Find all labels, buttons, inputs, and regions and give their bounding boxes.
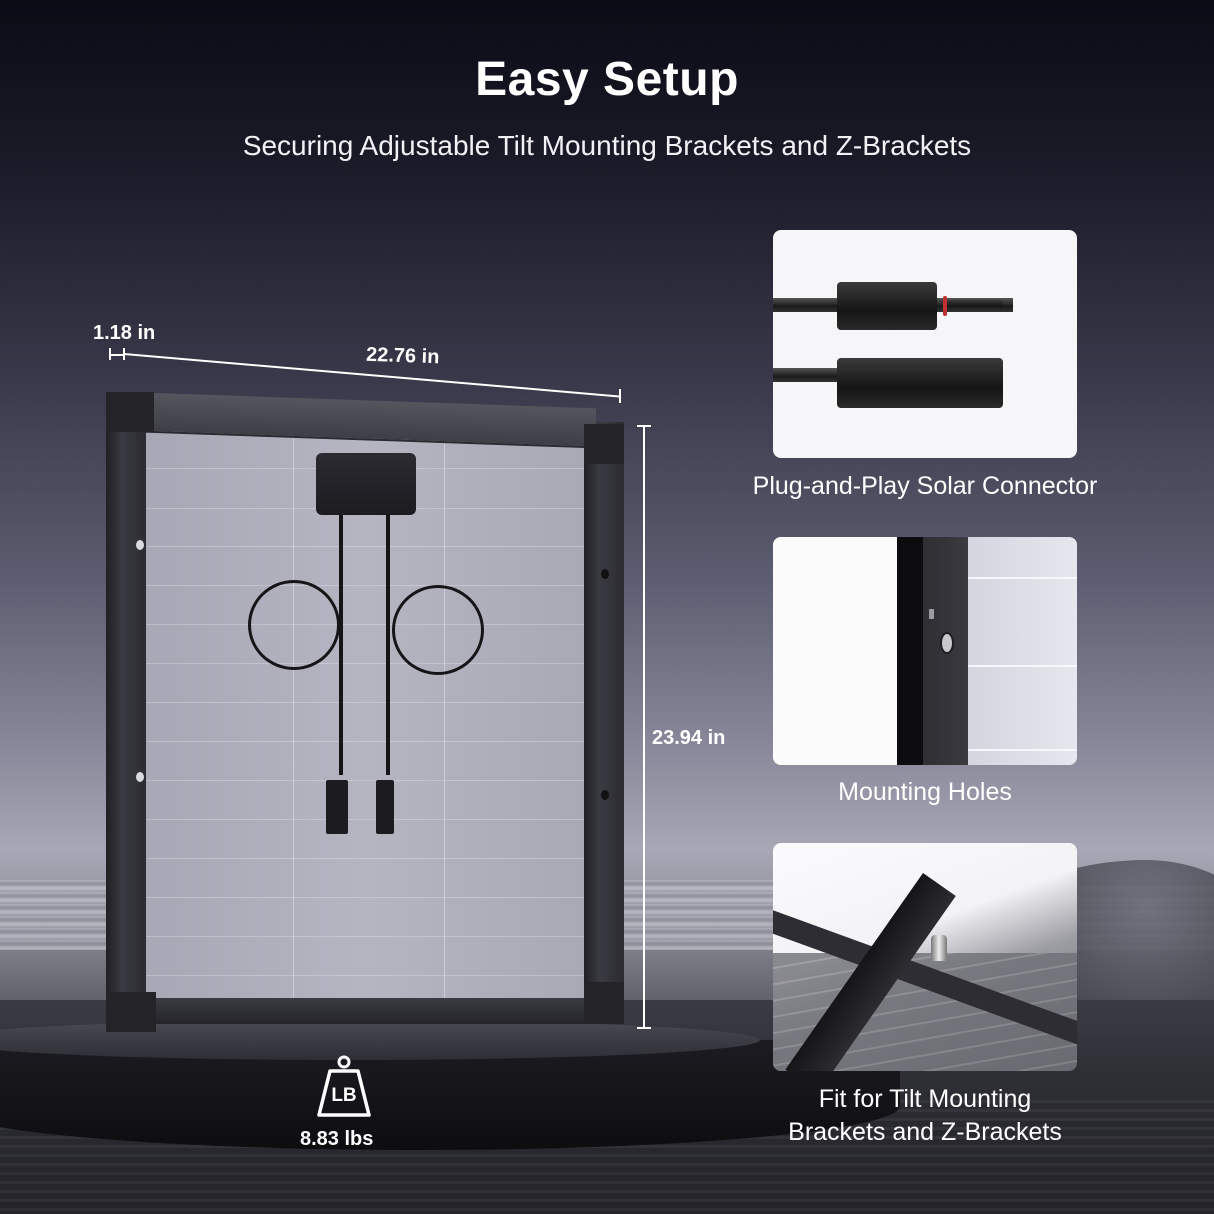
mc4-connector-male	[376, 780, 394, 834]
mounting-hole-detail	[940, 632, 954, 654]
frame-right	[584, 422, 624, 1007]
cable-loop-left	[248, 580, 340, 670]
mounting-hole	[136, 540, 144, 550]
height-label: 23.94 in	[652, 727, 726, 749]
height-tick-bottom	[637, 1027, 651, 1029]
feature-caption-mounting-holes: Mounting Holes	[838, 778, 1012, 806]
feature-caption-tilt-brackets-line2: Brackets and Z-Brackets	[788, 1118, 1062, 1146]
bracket-bolt	[931, 935, 947, 961]
cable-loop-right	[392, 585, 484, 675]
height-tick-top	[637, 425, 651, 427]
frame-left	[106, 422, 146, 1007]
solar-panel-rear-view	[106, 392, 626, 1032]
frame-corner-top-right	[584, 424, 624, 464]
page-subtitle: Securing Adjustable Tilt Mounting Bracke…	[242, 130, 972, 161]
svg-text:LB: LB	[331, 1085, 356, 1106]
connector-female-body	[837, 358, 1003, 408]
width-tick-right	[619, 389, 621, 403]
mc4-connector-female	[326, 780, 348, 834]
frame-corner-bottom-right	[584, 982, 624, 1024]
frame-corner-bottom-left	[106, 992, 156, 1032]
feature-caption-solar-connector: Plug-and-Play Solar Connector	[752, 472, 1098, 500]
connector-pin	[947, 300, 1003, 310]
mounting-hole	[601, 569, 609, 579]
width-label: 22.76 in	[365, 343, 440, 369]
cable-left	[339, 515, 343, 775]
frame-bottom	[146, 998, 596, 1024]
feature-caption-tilt-brackets-line1: Fit for Tilt Mounting	[818, 1085, 1032, 1113]
feature-card-solar-connector	[773, 230, 1077, 458]
feature-card-mounting-holes	[773, 537, 1077, 765]
connector-seal-ring	[943, 296, 947, 316]
height-line	[643, 426, 645, 1028]
mounting-hole	[601, 790, 609, 800]
frame-depth-label: 1.18 in	[93, 322, 156, 344]
frame-depth-tick-left	[109, 348, 111, 360]
cable-right	[386, 515, 390, 775]
panel-backsheet-detail	[968, 537, 1077, 765]
frame-edge	[897, 537, 923, 765]
junction-box	[316, 453, 416, 515]
frame-corner-top-left	[106, 392, 154, 432]
weight-value: 8.83 lbs	[300, 1128, 374, 1150]
frame-depth-line	[110, 354, 124, 356]
page-title: Easy Setup	[475, 53, 739, 106]
connector-male-body	[837, 282, 937, 330]
feature-card-tilt-brackets	[773, 843, 1077, 1071]
connector-cable-bottom	[773, 368, 853, 382]
panel-backsheet	[146, 428, 584, 1006]
drain-slot	[929, 609, 934, 619]
weight-lb-icon: LB	[317, 1055, 371, 1117]
mounting-hole	[136, 772, 144, 782]
